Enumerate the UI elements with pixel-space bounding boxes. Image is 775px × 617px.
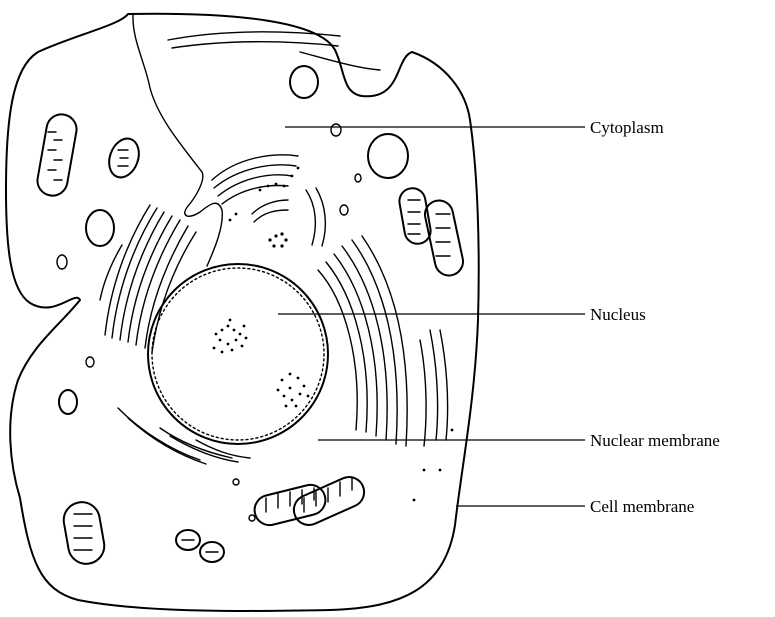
vacuole-1 [290,66,318,98]
label-nuclear-membrane: Nuclear membrane [590,431,720,450]
nucleolus-2 [277,373,310,408]
vacuole-2 [368,134,408,178]
vacuole-4 [59,390,77,414]
mitochondrion-3 [397,186,432,246]
label-cell-membrane: Cell membrane [590,497,694,516]
mitochondrion-9 [200,542,224,562]
vesicle-5 [355,174,361,182]
mitochondrion-1 [35,112,79,198]
mitochondrion-7 [61,499,107,566]
label-cytoplasm: Cytoplasm [590,118,664,137]
vesicle-1 [331,124,341,136]
mitochondrion-5 [251,482,328,529]
golgi-apparatus [212,155,325,246]
centriole [268,232,287,247]
vesicle-3 [86,357,94,367]
mitochondrion-2 [104,134,144,181]
mitochondrion-8 [176,530,200,550]
vesicle-6 [249,515,255,521]
endoplasmic-reticulum-lower [118,408,250,464]
endoplasmic-reticulum-right [318,236,448,446]
mitochondrion-6 [289,472,369,530]
nuclear-membrane-inner [152,268,324,440]
vesicle-4 [340,205,348,215]
vesicle-2 [57,255,67,269]
nucleolus-1 [213,319,248,354]
cell-membrane-outline [6,14,479,611]
endoplasmic-reticulum-top [168,32,380,70]
vacuole-3 [86,210,114,246]
nucleus [148,264,328,444]
label-nucleus: Nucleus [590,305,646,324]
ribosomes [229,167,454,502]
cell-boundary-seam [133,14,222,266]
mitochondrion-4 [422,198,465,278]
vesicle-7 [233,479,239,485]
